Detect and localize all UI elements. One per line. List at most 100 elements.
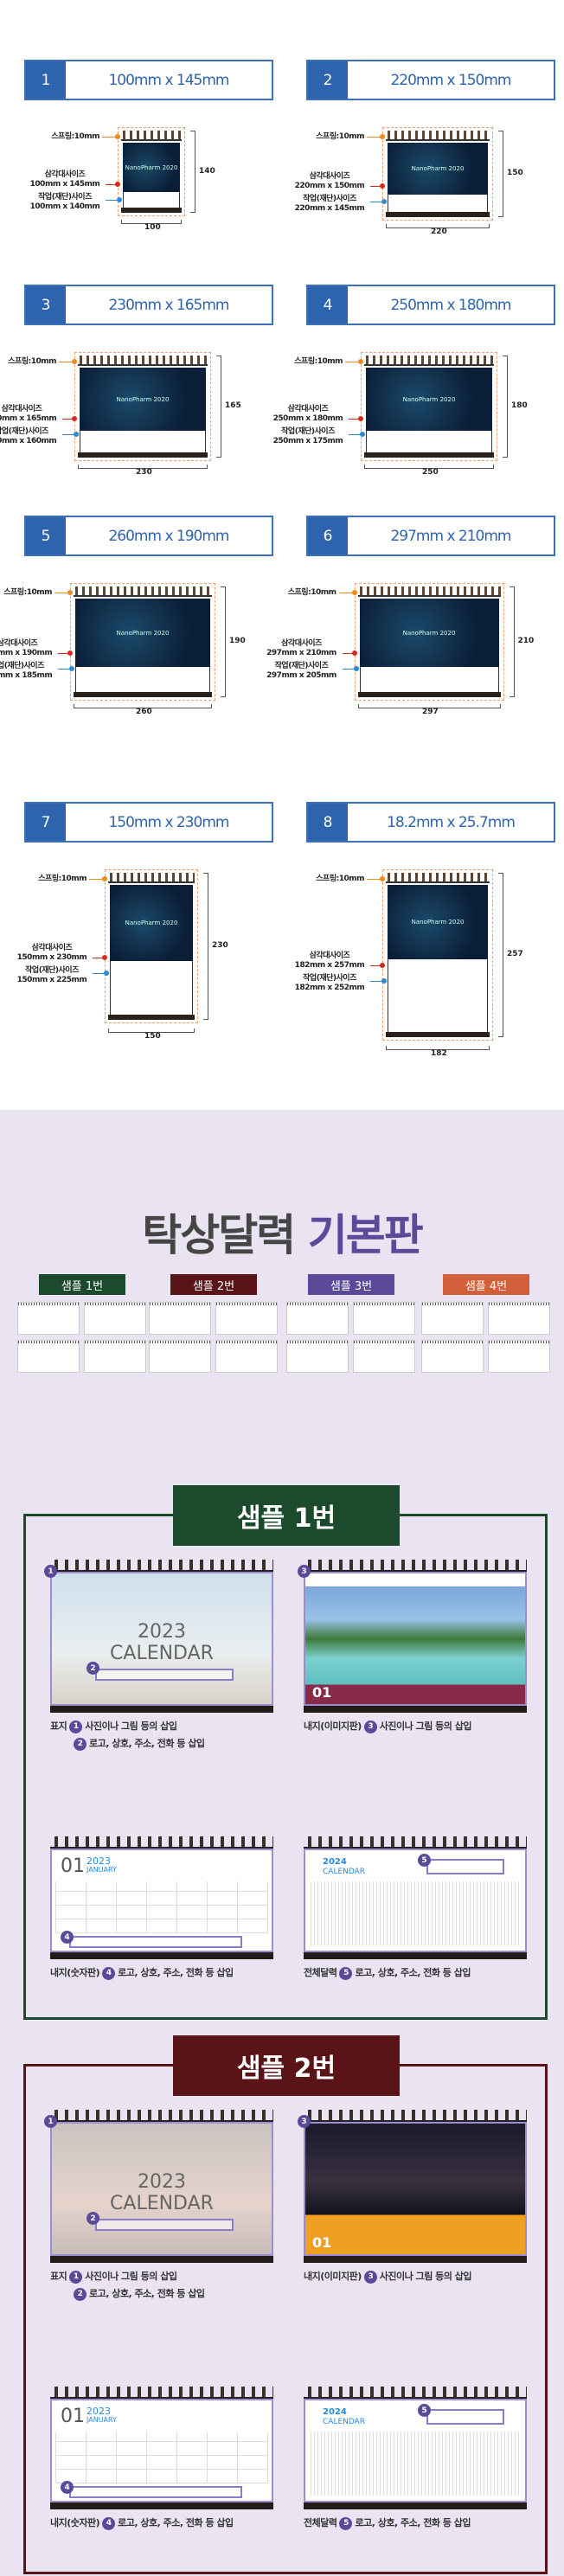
sample-thumbnail[interactable] (215, 1340, 278, 1373)
cut-size-label: 작업(재단)사이즈230mm x 160mm (0, 427, 61, 446)
caption-text: 로고, 상호, 주소, 전화 등 삽입 (118, 2517, 234, 2528)
sample-thumbnail[interactable] (17, 1302, 80, 1335)
width-dimension-line (78, 465, 208, 469)
height-dimension: 210 (517, 637, 535, 645)
outer-size-value: 100mm x 145mm (29, 179, 100, 189)
sample-thumbnail[interactable] (353, 1302, 415, 1335)
inner-year: 2023 (87, 1855, 111, 1867)
spring-binding (304, 2387, 527, 2399)
sample-thumbnail[interactable] (149, 1340, 211, 1373)
spring-binding (50, 1560, 273, 1572)
sample-thumbnail[interactable] (149, 1302, 211, 1335)
size-header: 8 18.2mm x 25.7mm (306, 802, 555, 843)
size-title: 18.2mm x 25.7mm (387, 813, 516, 831)
cut-size-value: 297mm x 205mm (266, 671, 336, 681)
outer-size-value: 230mm x 165mm (0, 413, 57, 423)
caption-text: 사진이나 그림 등의 삽입 (379, 1721, 472, 1732)
size-title: 230mm x 165mm (108, 296, 229, 314)
outer-size-value: 250mm x 180mm (272, 413, 343, 423)
sample-tab[interactable]: 샘플 2번 (170, 1274, 257, 1295)
cut-size-value: 250mm x 175mm (272, 436, 343, 445)
caption-badge: 4 (102, 2516, 116, 2530)
cut-size-arrow (58, 666, 74, 672)
width-dimension-line (357, 704, 501, 708)
height-dimension-line (503, 356, 508, 458)
width-dimension: 230 (136, 468, 152, 477)
calendar-drawing: NanoPharm 2020 (118, 127, 185, 216)
sample-tab[interactable]: 샘플 1번 (39, 1274, 125, 1295)
width-dimension-line (386, 1046, 490, 1050)
sample-thumbnail[interactable] (286, 1302, 349, 1335)
sample-thumbnail[interactable] (286, 1340, 349, 1373)
size-title: 220mm x 150mm (390, 71, 511, 89)
outer-size-arrow (58, 650, 73, 657)
calendar-drawing: NanoPharm 2020 (382, 127, 493, 221)
sample-tab[interactable]: 샘플 3번 (308, 1274, 394, 1295)
outer-size-arrow (370, 183, 385, 189)
spring-label: 스프링:10mm (38, 875, 87, 883)
sample-thumbnail[interactable] (488, 1340, 550, 1373)
cover-white-area (359, 667, 499, 692)
cut-size-title: 작업(재단)사이즈 (0, 426, 48, 436)
cut-size-arrow (349, 431, 365, 437)
size-title: 150mm x 230mm (108, 813, 229, 831)
badge-4: 4 (61, 2481, 74, 2494)
size-header: 1 100mm x 145mm (24, 60, 273, 100)
cover-year: 2023 (138, 1621, 186, 1643)
caption-text: 로고, 상호, 주소, 전화 등 삽입 (355, 2517, 471, 2528)
sample-thumbnail[interactable] (421, 1302, 484, 1335)
sample-thumbnail[interactable] (353, 1340, 415, 1373)
logo-area (426, 2409, 504, 2425)
cover-white-area (80, 431, 206, 452)
size-number: 8 (308, 804, 348, 841)
height-dimension: 257 (507, 950, 523, 958)
calendar-base (304, 1706, 527, 1713)
cover-image: NanoPharm 2020 (123, 143, 180, 192)
sample-thumbnail[interactable] (84, 1340, 146, 1373)
outer-size-title: 삼각대사이즈 (44, 170, 86, 179)
cut-size-arrow (106, 196, 122, 202)
inner-month: 01 (61, 1855, 85, 1877)
cut-size-title: 작업(재단)사이즈 (274, 662, 329, 671)
calendar-base (74, 692, 212, 697)
size-header: 3 230mm x 165mm (24, 285, 273, 325)
size-title: 100mm x 145mm (108, 71, 229, 89)
sample-thumbnail[interactable] (421, 1340, 484, 1373)
caption-label: 내지(숫자판) (50, 2517, 100, 2528)
cover-white-area (366, 431, 492, 452)
badge-5: 5 (418, 2404, 431, 2417)
sample-thumbnail[interactable] (215, 1302, 278, 1335)
sample-tab[interactable]: 샘플 4번 (443, 1274, 529, 1295)
size-number: 1 (26, 61, 66, 99)
caption-label: 전체달력 (304, 2517, 337, 2528)
width-dimension-line (108, 1028, 195, 1033)
size-title: 260mm x 190mm (108, 527, 229, 545)
cover-white-area (123, 192, 180, 208)
logo-area (95, 2219, 234, 2231)
cut-size-title: 작업(재단)사이즈 (303, 195, 356, 203)
outer-size-value: 260mm x 190mm (0, 649, 53, 658)
cover-image: NanoPharm 2020 (110, 885, 193, 962)
cut-size-value: 182mm x 252mm (294, 984, 365, 993)
spring-binding (364, 356, 494, 366)
sample-thumbnail[interactable] (17, 1340, 80, 1373)
spring-binding (50, 1836, 273, 1849)
size-number: 3 (26, 286, 66, 324)
spring-label: 스프링:10mm (51, 132, 99, 141)
sample-thumbnail[interactable] (488, 1302, 550, 1335)
size-number: 6 (308, 517, 348, 554)
caption-label: 표지 (50, 2271, 67, 2282)
badge-1: 1 (44, 1565, 57, 1578)
logo-area (426, 1859, 504, 1874)
sample-thumbnail[interactable] (84, 1302, 146, 1335)
width-dimension: 100 (144, 223, 161, 232)
